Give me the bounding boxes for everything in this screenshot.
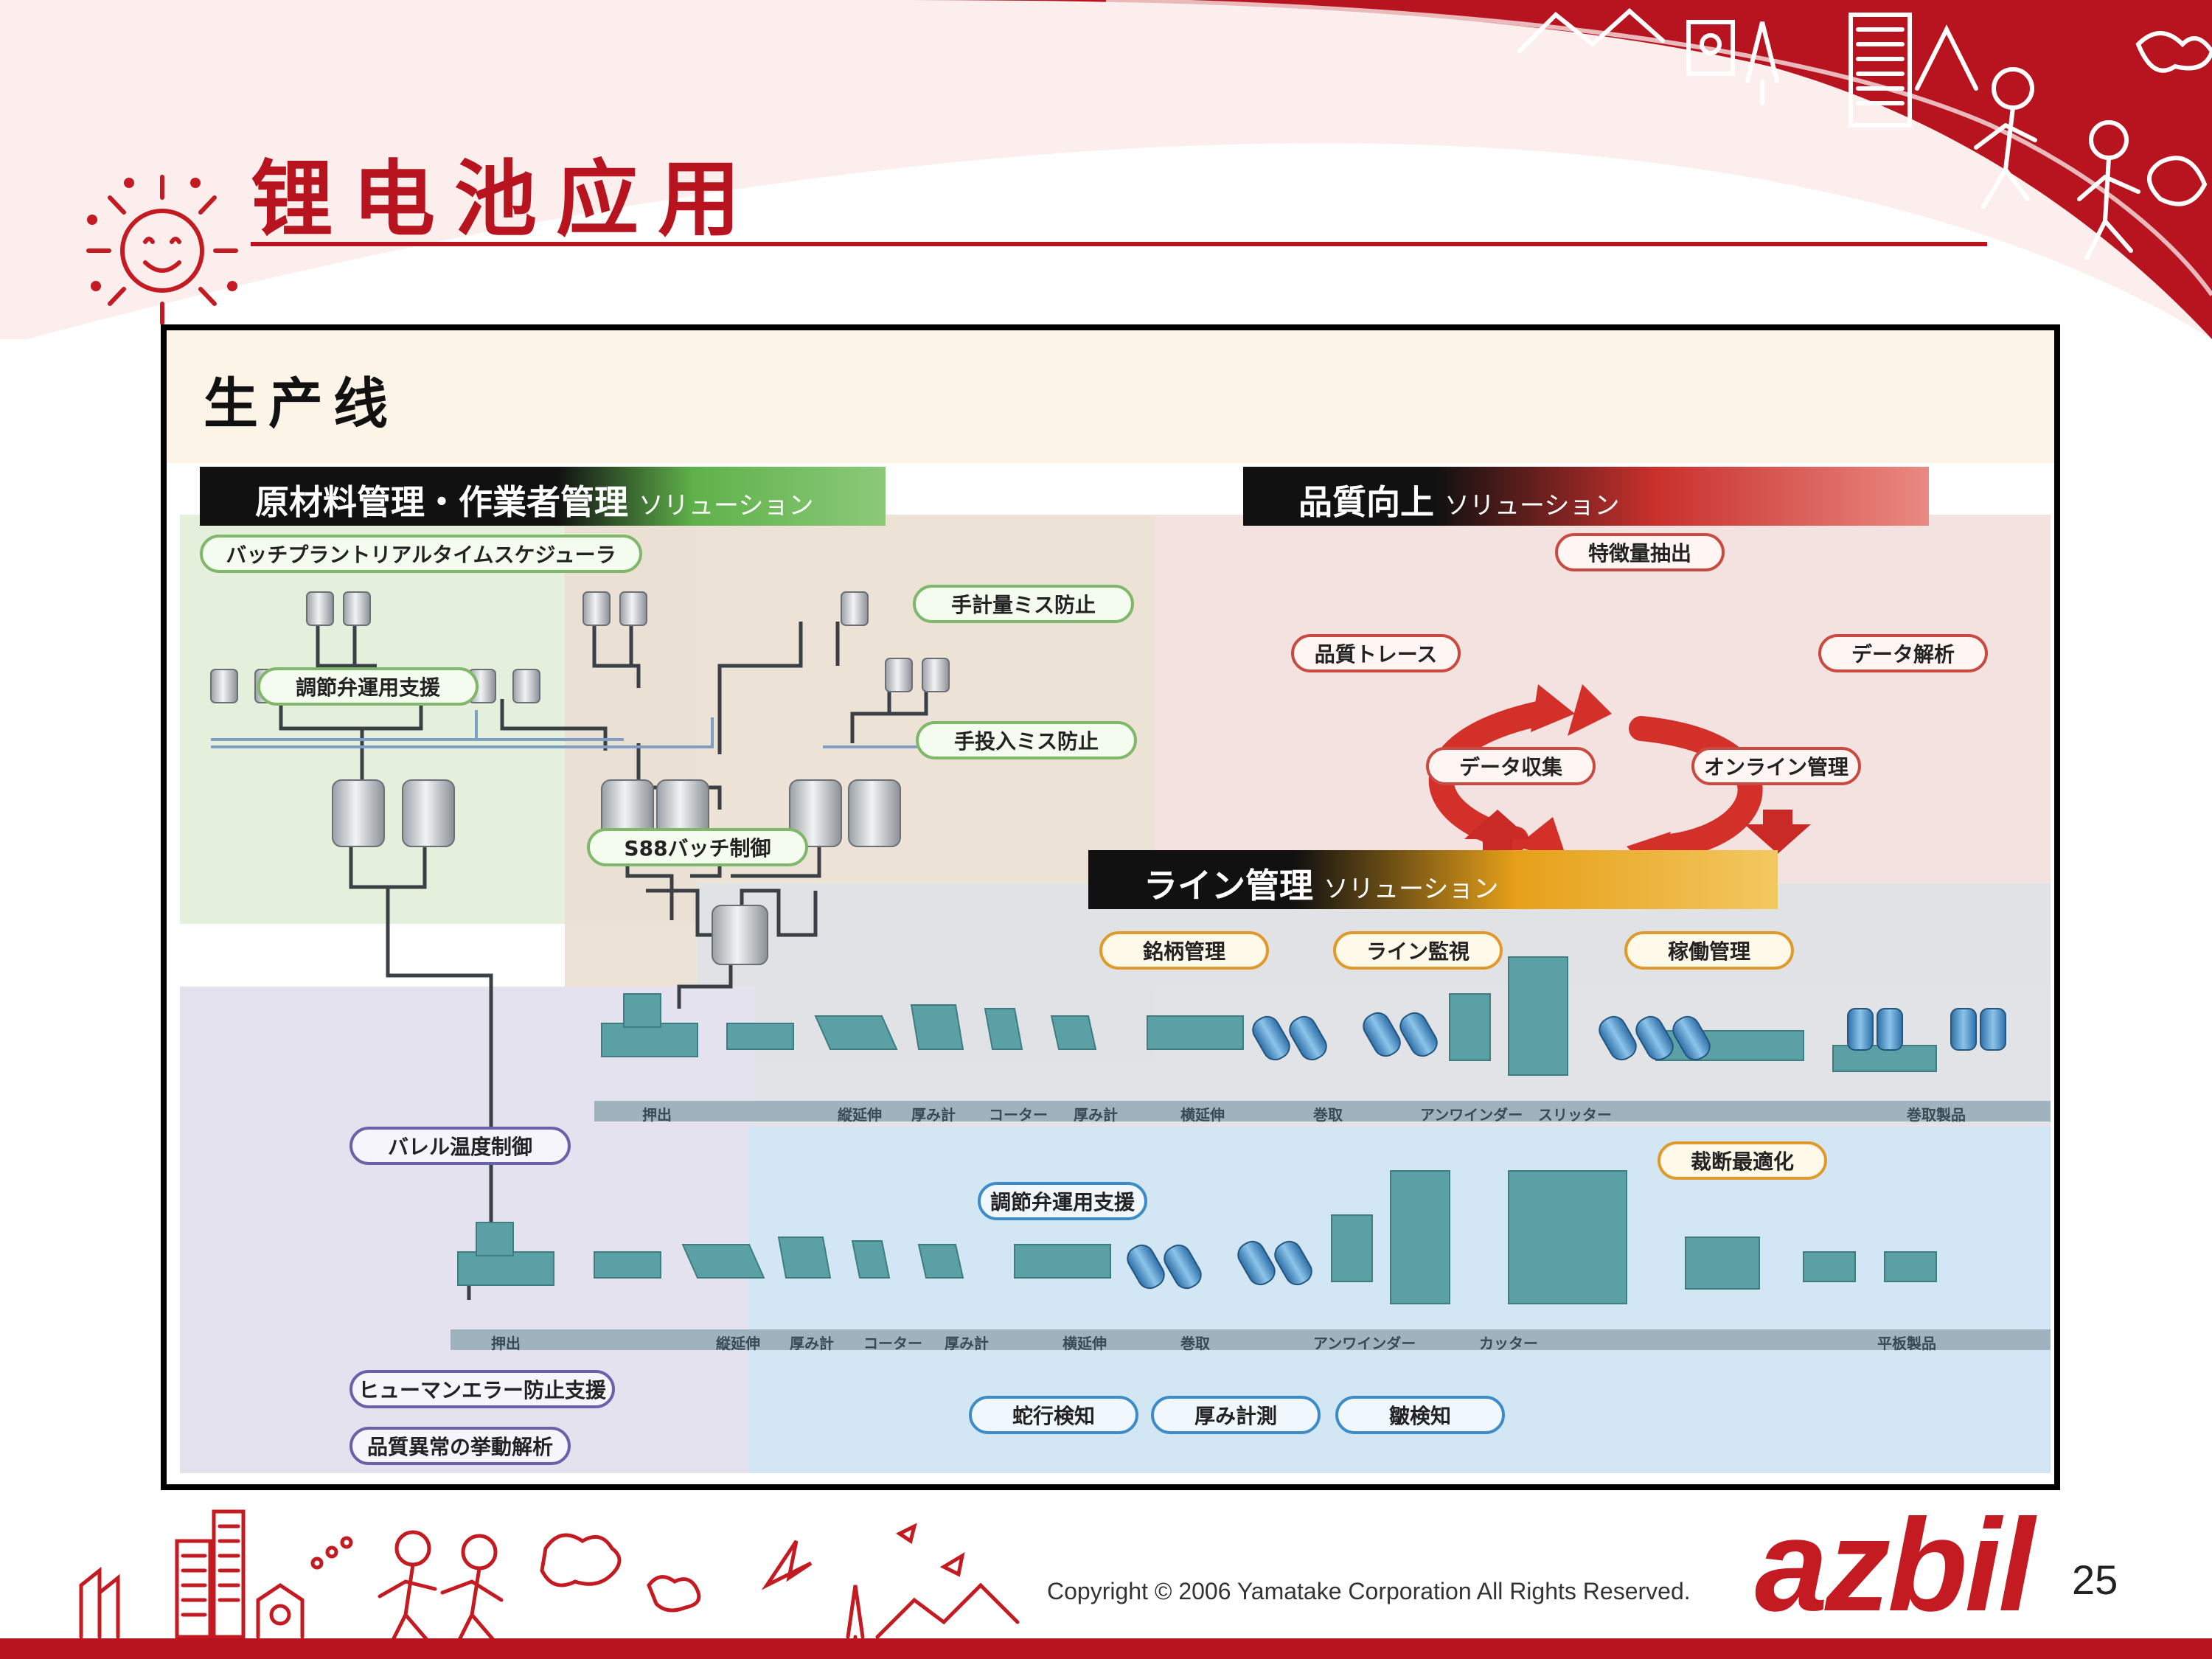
label-operation-mgmt: 稼働管理 bbox=[1624, 931, 1794, 970]
process-top-step: コーター bbox=[989, 1106, 1048, 1124]
label-batch-scheduler: バッチプラントリアルタイムスケジューラ bbox=[200, 535, 642, 573]
town-doodle-icon bbox=[1517, 7, 2212, 260]
azbil-logo: azbil bbox=[1755, 1492, 2035, 1638]
process-bottom-step: アンワインダー bbox=[1313, 1335, 1416, 1352]
process-top-step: 横延伸 bbox=[1180, 1106, 1225, 1124]
label-manual-input: 手投入ミス防止 bbox=[916, 721, 1137, 759]
banner-quality: 品質向上ソリューション bbox=[1243, 467, 1929, 526]
process-top-step: スリッター bbox=[1538, 1106, 1612, 1124]
machine-icon bbox=[601, 956, 1937, 1076]
banner-materials: 原材料管理・作業者管理ソリューション bbox=[200, 467, 886, 526]
process-top-step: 厚み計 bbox=[911, 1106, 956, 1124]
label-line-monitor: ライン監視 bbox=[1333, 931, 1503, 970]
sun-icon bbox=[86, 175, 238, 325]
footer-bar bbox=[0, 1638, 2212, 1659]
slide-title: 锂电池应用 bbox=[251, 152, 759, 248]
label-brand-mgmt: 銘柄管理 bbox=[1099, 931, 1269, 970]
process-bottom-step: カッター bbox=[1479, 1335, 1538, 1352]
label-quality-trace: 品質トレース bbox=[1291, 634, 1461, 672]
label-meander: 蛇行検知 bbox=[969, 1396, 1138, 1434]
banner-materials-sub: ソリューション bbox=[639, 491, 814, 521]
banner-quality-sub: ソリューション bbox=[1444, 491, 1620, 521]
label-data-analysis: データ解析 bbox=[1818, 634, 1988, 672]
diagram-frame: 生产线 bbox=[161, 324, 2060, 1490]
tank-icon bbox=[210, 591, 950, 965]
frame-header bbox=[167, 330, 2054, 463]
process-track-bottom bbox=[451, 1329, 2051, 1350]
label-online-mgmt: オンライン管理 bbox=[1691, 747, 1861, 785]
process-top-step: 縦延伸 bbox=[838, 1106, 882, 1124]
process-top-step: 厚み計 bbox=[1074, 1106, 1118, 1124]
frame-title: 生产线 bbox=[204, 372, 398, 436]
label-thickness: 厚み計測 bbox=[1151, 1396, 1321, 1434]
banner-quality-main: 品質向上 bbox=[1298, 482, 1434, 522]
banner-line: ライン管理ソリューション bbox=[1088, 850, 1778, 909]
process-bottom-step: 横延伸 bbox=[1062, 1335, 1107, 1352]
label-valve-support-bottom: 調節弁運用支援 bbox=[978, 1182, 1147, 1220]
arrow-down-icon bbox=[1745, 810, 1811, 854]
label-wrinkle: 皺検知 bbox=[1335, 1396, 1505, 1434]
label-manual-weigh: 手計量ミス防止 bbox=[913, 585, 1134, 623]
process-bottom-step: コーター bbox=[863, 1335, 922, 1352]
process-top-step: 巻取 bbox=[1313, 1106, 1343, 1124]
label-feature-extract: 特徴量抽出 bbox=[1555, 533, 1725, 571]
banner-line-sub: ソリューション bbox=[1324, 874, 1499, 904]
process-bottom-step: 縦延伸 bbox=[716, 1335, 760, 1352]
label-cut-optimize: 裁断最適化 bbox=[1658, 1141, 1827, 1180]
process-track-top bbox=[594, 1101, 2051, 1121]
label-human-error: ヒューマンエラー防止支援 bbox=[349, 1370, 615, 1408]
label-valve-support-top: 調節弁運用支援 bbox=[257, 667, 479, 706]
process-bottom-step: 巻取 bbox=[1180, 1335, 1210, 1352]
banner-line-main: ライン管理 bbox=[1144, 866, 1313, 905]
machine-icon bbox=[457, 1170, 1937, 1304]
label-barrel-temp: バレル温度制御 bbox=[349, 1127, 571, 1165]
label-s88: S88バッチ制御 bbox=[587, 828, 808, 866]
process-diagram bbox=[210, 591, 2051, 1350]
label-data-collection: データ収集 bbox=[1426, 747, 1596, 785]
page-number: 25 bbox=[2072, 1557, 2118, 1603]
process-bottom-step: 平板製品 bbox=[1877, 1335, 1936, 1352]
label-quality-anomaly: 品質異常の挙動解析 bbox=[349, 1427, 571, 1465]
children-doodle-icon bbox=[79, 1509, 1020, 1644]
header-band bbox=[0, 0, 2212, 339]
process-top-step: アンワインダー bbox=[1420, 1106, 1523, 1124]
title-rule bbox=[251, 242, 1987, 246]
process-bottom-step: 厚み計 bbox=[945, 1335, 989, 1352]
roller-icon bbox=[1252, 1008, 2006, 1061]
process-bottom-step: 押出 bbox=[491, 1335, 521, 1352]
copyright-text: Copyright © 2006 Yamatake Corporation Al… bbox=[1047, 1578, 1691, 1604]
roller-icon bbox=[1127, 1240, 1312, 1290]
process-top-step: 巻取製品 bbox=[1907, 1106, 1966, 1124]
arrow-up-icon bbox=[1464, 810, 1531, 854]
banner-materials-main: 原材料管理・作業者管理 bbox=[255, 482, 628, 522]
process-top-step: 押出 bbox=[642, 1106, 672, 1124]
process-bottom-step: 厚み計 bbox=[790, 1335, 834, 1352]
